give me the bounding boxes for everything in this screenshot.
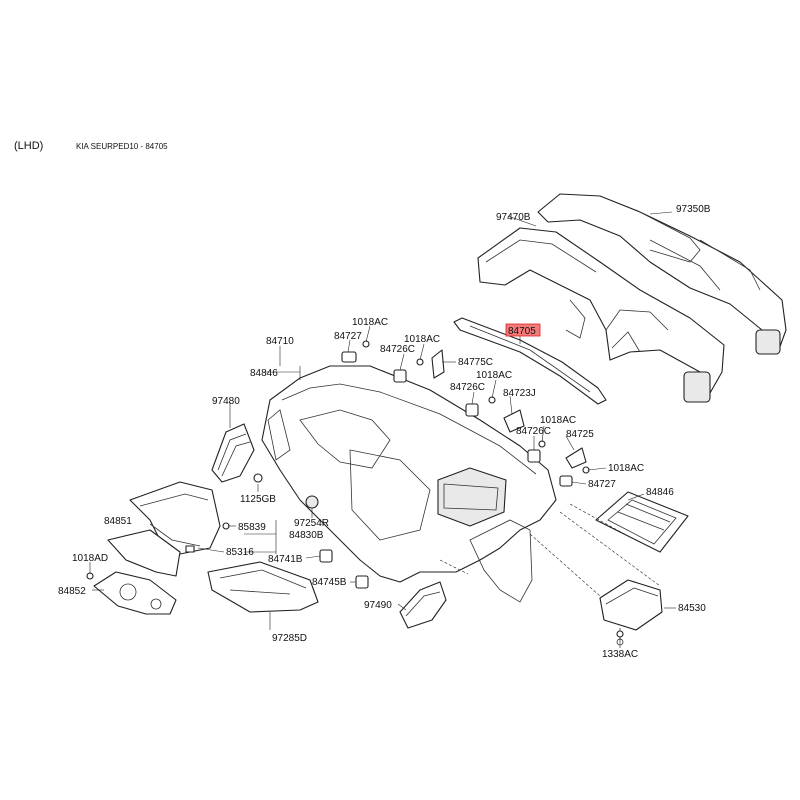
label-84727-a[interactable]: 84727 [334, 331, 362, 342]
airbag-module-84530[interactable] [599, 579, 663, 646]
label-97254R[interactable]: 97254R [294, 518, 329, 529]
label-84846-b[interactable]: 84846 [646, 487, 674, 498]
label-84530[interactable]: 84530 [678, 603, 706, 614]
label-84705[interactable]: 84705 [508, 326, 536, 337]
label-84775C[interactable]: 84775C [458, 357, 493, 368]
label-1018AC-d[interactable]: 1018AC [540, 415, 576, 426]
label-1125GB[interactable]: 1125GB [240, 494, 276, 505]
label-84745B[interactable]: 84745B [312, 577, 347, 588]
side-vent-97480[interactable] [211, 423, 255, 483]
label-97470B[interactable]: 97470B [496, 212, 531, 223]
label-84725[interactable]: 84725 [566, 429, 594, 440]
label-84727-b[interactable]: 84727 [588, 479, 616, 490]
bolt-1338AC[interactable] [616, 630, 624, 638]
bracket-84775C[interactable] [431, 349, 445, 379]
dashboard-panel-84710[interactable] [261, 365, 557, 603]
air-duct-97470B[interactable] [477, 227, 725, 403]
tray-84846[interactable] [595, 491, 689, 553]
bracket-84726C-a[interactable] [393, 369, 407, 383]
label-84851[interactable]: 84851 [104, 516, 132, 527]
label-1018AD[interactable]: 1018AD [72, 553, 108, 564]
bracket-84723J[interactable] [503, 409, 525, 433]
bolt-1125GB[interactable] [253, 473, 263, 483]
label-97490[interactable]: 97490 [364, 600, 392, 611]
bracket-84741B[interactable] [319, 549, 333, 563]
air-duct-97350B[interactable] [537, 193, 787, 355]
leader-lines [89, 211, 676, 648]
label-84726C-b[interactable]: 84726C [450, 382, 485, 393]
bracket-84727-b[interactable] [559, 475, 573, 487]
column-shroud-84852[interactable] [93, 571, 177, 615]
crash-pad-strip-84705[interactable] [453, 317, 607, 405]
clip-85316[interactable] [185, 545, 195, 553]
bracket-84726C-c[interactable] [527, 449, 541, 463]
bracket-84727-a[interactable] [341, 351, 357, 363]
label-1338AC[interactable]: 1338AC [602, 649, 638, 660]
label-1018AC-a[interactable]: 1018AC [352, 317, 388, 328]
label-97285D[interactable]: 97285D [272, 633, 307, 644]
label-85316[interactable]: 85316 [226, 547, 254, 558]
label-84852[interactable]: 84852 [58, 586, 86, 597]
label-84830B[interactable]: 84830B [289, 530, 324, 541]
knee-panel-84830B[interactable] [129, 481, 221, 555]
label-1018AC-c[interactable]: 1018AC [476, 370, 512, 381]
bracket-84726C-b[interactable] [465, 403, 479, 417]
clip-97254R[interactable] [305, 495, 319, 509]
label-84846-a[interactable]: 84846 [250, 368, 278, 379]
center-vent-97490[interactable] [399, 581, 447, 629]
under-cover-97285D[interactable] [207, 561, 319, 613]
bracket-84725[interactable] [565, 447, 587, 469]
market-label: (LHD) [14, 140, 44, 152]
label-97350B[interactable]: 97350B [676, 204, 711, 215]
label-85839[interactable]: 85839 [238, 522, 266, 533]
label-84741B[interactable]: 84741B [268, 554, 303, 565]
label-1018AC-b[interactable]: 1018AC [404, 334, 440, 345]
diagram-title: KIA SEURPED10 - 84705 [76, 142, 168, 151]
label-97480[interactable]: 97480 [212, 396, 240, 407]
label-1018AC-e[interactable]: 1018AC [608, 463, 644, 474]
label-84726C-a[interactable]: 84726C [380, 344, 415, 355]
label-84710[interactable]: 84710 [266, 336, 294, 347]
highlighted-part-marker [505, 323, 541, 337]
label-84726C-c[interactable]: 84726C [516, 426, 551, 437]
bracket-84745B[interactable] [355, 575, 369, 589]
lower-cover-84851[interactable] [107, 529, 181, 577]
label-84723J[interactable]: 84723J [503, 388, 536, 399]
